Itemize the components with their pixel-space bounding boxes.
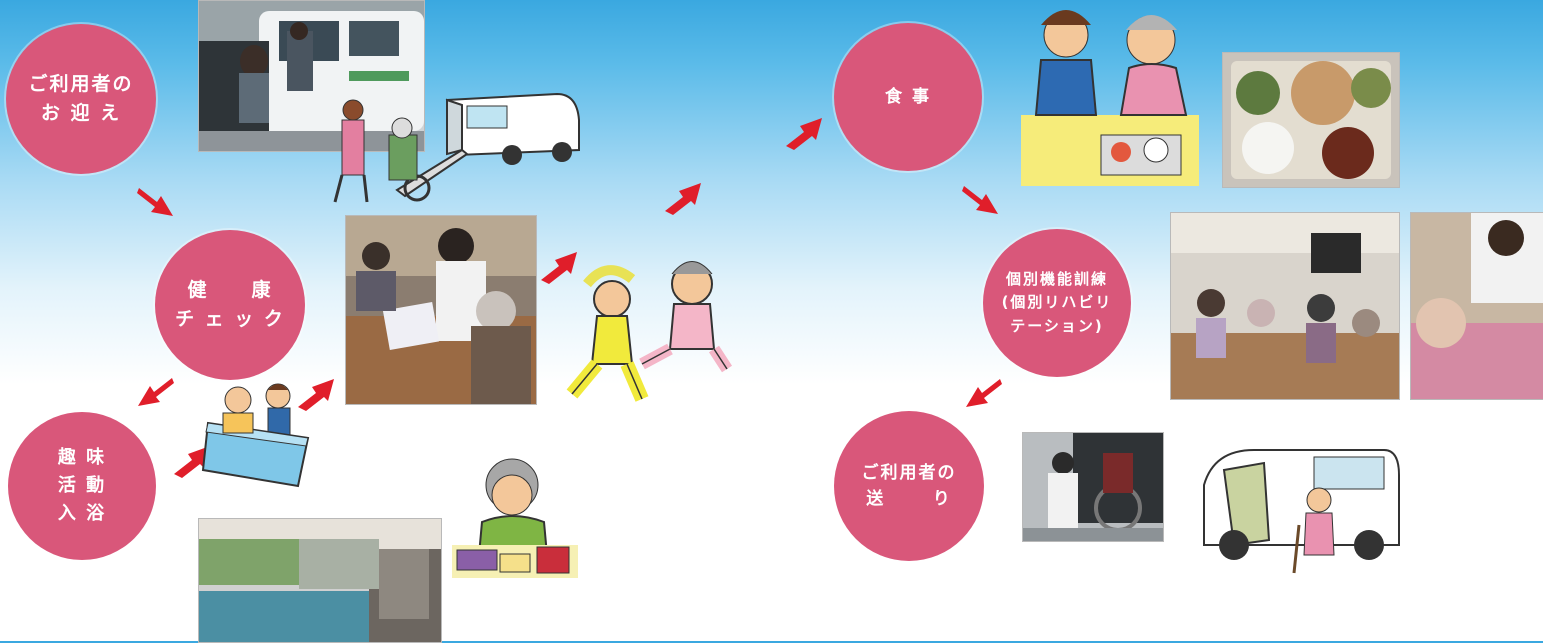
- step-meal: 食 事: [834, 23, 982, 171]
- wheelchair-van-illustration: [333, 92, 580, 203]
- arrow-down-left-icon: [966, 379, 1002, 407]
- step-health-check: 健 康 チ ェ ッ ク: [155, 230, 305, 380]
- step-rehab-label: 個別機能訓練 (個別リハビリ テーション): [1001, 270, 1113, 335]
- health-check-photo: [345, 215, 537, 405]
- van-pickup-photo: [198, 0, 425, 152]
- arrow-up-right-icon: [298, 379, 334, 411]
- arrow-up-right-icon: [541, 252, 577, 284]
- step-dropoff: ご利用者の 送 り: [834, 411, 984, 561]
- van-dropoff-illustration: [1203, 449, 1400, 574]
- step-hobby-bath: 趣 味 活 動 入 浴: [8, 412, 156, 560]
- step-pickup: ご利用者の お 迎 え: [6, 24, 156, 174]
- bath-illustration: [201, 383, 310, 488]
- arrow-down-left-icon: [138, 378, 174, 406]
- meal-assistance-illustration: [1021, 10, 1199, 186]
- bathroom-photo: [198, 518, 442, 643]
- step-health-check-label: 健 康 チ ェ ッ ク: [175, 278, 285, 330]
- arrow-up-right-icon: [174, 446, 210, 478]
- arrow-up-right-icon: [786, 118, 822, 150]
- step-hobby-bath-label: 趣 味 活 動 入 浴: [57, 447, 107, 524]
- craft-activity-illustration: [452, 458, 578, 578]
- rehab-massage-photo: [1410, 212, 1543, 400]
- stretching-illustration: [566, 261, 733, 402]
- rehab-group-photo: [1170, 212, 1400, 400]
- step-meal-label: 食 事: [885, 86, 931, 107]
- arrow-up-right-icon: [665, 183, 701, 215]
- arrow-down-right-icon: [962, 186, 998, 214]
- van-dropoff-photo: [1022, 432, 1164, 542]
- arrow-down-right-icon: [137, 188, 173, 216]
- step-rehab: 個別機能訓練 (個別リハビリ テーション): [983, 229, 1131, 377]
- step-dropoff-label: ご利用者の 送 り: [861, 462, 957, 509]
- step-pickup-label: ご利用者の お 迎 え: [28, 72, 134, 124]
- meal-tray-photo: [1222, 52, 1400, 188]
